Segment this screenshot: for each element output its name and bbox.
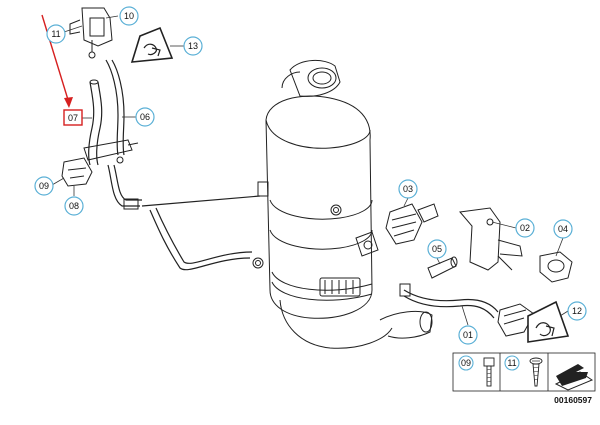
- fastener-legend: 09 11: [452, 352, 596, 392]
- svg-text:08: 08: [69, 201, 79, 211]
- callout-07[interactable]: 07: [63, 109, 83, 126]
- callout-02[interactable]: 02: [515, 218, 535, 238]
- pressure-sensor-assembly: [69, 7, 113, 59]
- svg-text:02: 02: [520, 223, 530, 233]
- callout-03[interactable]: 03: [398, 179, 418, 199]
- svg-text:10: 10: [124, 11, 134, 21]
- particulate-filter: [257, 60, 433, 349]
- temperature-sensor-01: [399, 283, 535, 337]
- svg-text:04: 04: [558, 224, 568, 234]
- clip-08: [61, 157, 93, 187]
- sensor-03: [385, 203, 439, 245]
- callout-05[interactable]: 05: [427, 239, 447, 259]
- hose-07: [88, 79, 103, 166]
- callout-08[interactable]: 08: [64, 196, 84, 216]
- callout-09[interactable]: 09: [34, 176, 54, 196]
- callout-11[interactable]: 11: [46, 24, 66, 44]
- pin-05: [427, 256, 458, 279]
- svg-text:07: 07: [68, 113, 78, 123]
- cap-04: [539, 251, 573, 283]
- svg-text:03: 03: [403, 184, 413, 194]
- svg-text:09: 09: [461, 358, 471, 368]
- leader-lines: [51, 15, 569, 326]
- svg-text:09: 09: [39, 181, 49, 191]
- callout-12[interactable]: 12: [567, 301, 587, 321]
- svg-text:11: 11: [51, 29, 60, 39]
- callout-10[interactable]: 10: [119, 6, 139, 26]
- metal-pressure-line: [107, 164, 264, 271]
- svg-text:11: 11: [507, 358, 516, 368]
- svg-text:01: 01: [463, 330, 473, 340]
- legend-callout-09[interactable]: 09: [458, 355, 474, 371]
- document-number: 00160597: [554, 395, 592, 405]
- callout-01[interactable]: 01: [458, 325, 478, 345]
- hose-bracket: [83, 139, 139, 164]
- hot-surface-warning-icon: [130, 26, 174, 63]
- highlight-arrow: [41, 14, 73, 108]
- screw-icon: [529, 357, 543, 387]
- bracket-02: [459, 207, 523, 271]
- svg-text:06: 06: [140, 112, 150, 122]
- hex-bolt-icon: [483, 357, 495, 387]
- hose-06: [105, 59, 125, 156]
- callout-06[interactable]: 06: [135, 107, 155, 127]
- arrow-page-icon: [554, 364, 594, 391]
- svg-text:13: 13: [188, 41, 198, 51]
- legend-callout-11[interactable]: 11: [504, 355, 520, 371]
- hot-surface-warning-icon-2: [527, 300, 570, 343]
- svg-text:12: 12: [572, 306, 582, 316]
- callout-04[interactable]: 04: [553, 219, 573, 239]
- callout-13[interactable]: 13: [183, 36, 203, 56]
- svg-text:05: 05: [432, 244, 442, 254]
